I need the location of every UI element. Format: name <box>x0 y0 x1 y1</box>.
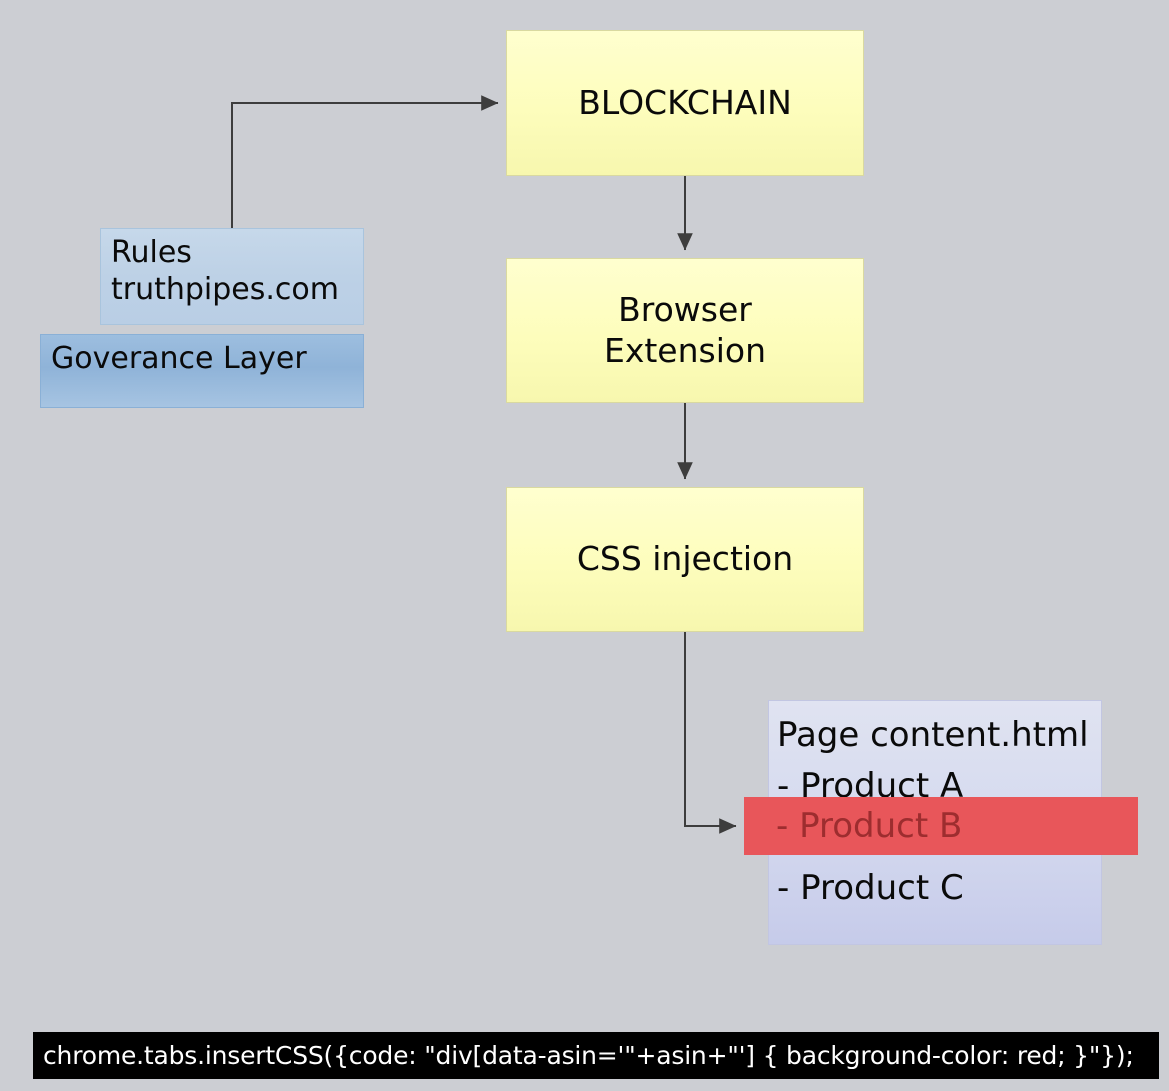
page-content-title: Page content.html <box>777 714 1089 755</box>
node-css-injection-label: CSS injection <box>576 539 794 579</box>
edge-rules-to-blockchain <box>231 95 499 228</box>
node-rules-label-line2: truthpipes.com <box>111 271 340 307</box>
code-snippet-text: chrome.tabs.insertCSS({code: "div[data-a… <box>43 1041 1134 1070</box>
node-governance-layer-label: Goverance Layer <box>51 341 307 376</box>
node-blockchain[interactable]: BLOCKCHAIN <box>506 30 864 176</box>
code-snippet-bar: chrome.tabs.insertCSS({code: "div[data-a… <box>33 1032 1159 1079</box>
list-item-product-a[interactable]: - Product A <box>777 765 964 806</box>
node-blockchain-label: BLOCKCHAIN <box>578 82 792 122</box>
edge-css-to-product-b <box>684 632 737 834</box>
node-rules[interactable]: Rules truthpipes.com <box>100 228 364 325</box>
node-governance-layer[interactable]: Goverance Layer <box>40 334 364 408</box>
node-rules-label-line1: Rules <box>111 235 192 270</box>
node-browser-extension-label-line2: Extension <box>603 330 766 370</box>
node-browser-extension-label-line1: Browser <box>618 290 752 330</box>
list-item-product-b-highlighted[interactable]: - Product B <box>744 797 1138 855</box>
node-browser-extension[interactable]: Browser Extension <box>506 258 864 403</box>
list-item-product-b-label: - Product B <box>776 806 963 846</box>
node-css-injection[interactable]: CSS injection <box>506 487 864 632</box>
list-item-product-c[interactable]: - Product C <box>777 867 964 908</box>
